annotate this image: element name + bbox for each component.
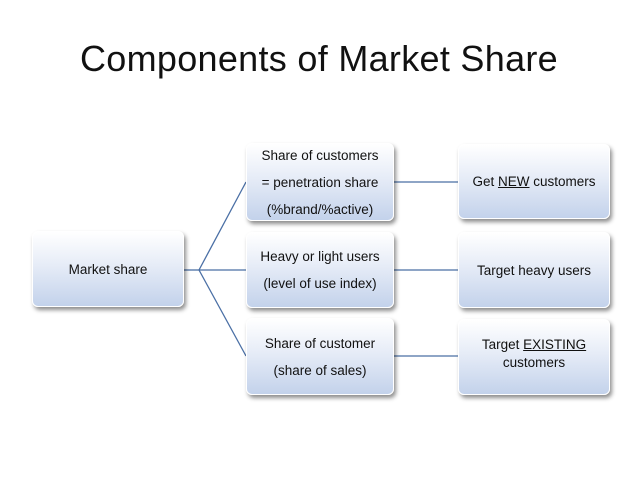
node-target-existing-pre: Target	[481, 337, 524, 352]
node-heavy-light-users-line-2: (level of use index)	[263, 276, 377, 291]
node-target-existing-emphasis: EXISTING	[523, 337, 587, 352]
connector-root-to-share-of-customers	[198, 181, 247, 271]
node-get-new-customers-label: Get NEW customers	[472, 168, 595, 195]
node-heavy-light-users: Heavy or light users (level of use index…	[246, 232, 394, 308]
node-get-new-customers-emphasis: NEW	[497, 174, 530, 189]
slide-title: Components of Market Share	[79, 38, 559, 79]
node-share-of-customers-line-1: Share of customers	[261, 147, 379, 163]
node-target-existing-line-2: customers	[502, 355, 566, 370]
node-share-of-customer-line-2: (share of sales)	[273, 362, 367, 378]
node-share-of-customers-line-2: = penetration share	[261, 174, 379, 190]
node-share-of-customers-line-3: (%brand/%active)	[266, 201, 374, 217]
node-target-heavy-users: Target heavy users	[458, 232, 610, 308]
node-target-heavy-users-label: Target heavy users	[476, 262, 592, 278]
node-market-share: Market share	[32, 231, 184, 307]
node-heavy-light-users-line-1: Heavy or light users	[260, 249, 380, 264]
connector-root-to-share-of-customer	[198, 269, 247, 357]
node-share-of-customers: Share of customers = penetration share (…	[246, 143, 394, 221]
node-target-existing-line-1: Target EXISTING	[482, 336, 586, 354]
node-get-new-customers: Get NEW customers	[458, 144, 610, 219]
node-get-new-customers-pre: Get	[472, 174, 498, 189]
node-market-share-label: Market share	[68, 261, 148, 277]
node-target-existing-customers: Target EXISTING customers	[458, 319, 610, 395]
node-get-new-customers-post: customers	[529, 174, 596, 189]
node-share-of-customer: Share of customer (share of sales)	[246, 318, 394, 395]
node-share-of-customer-line-1: Share of customer	[264, 335, 376, 351]
